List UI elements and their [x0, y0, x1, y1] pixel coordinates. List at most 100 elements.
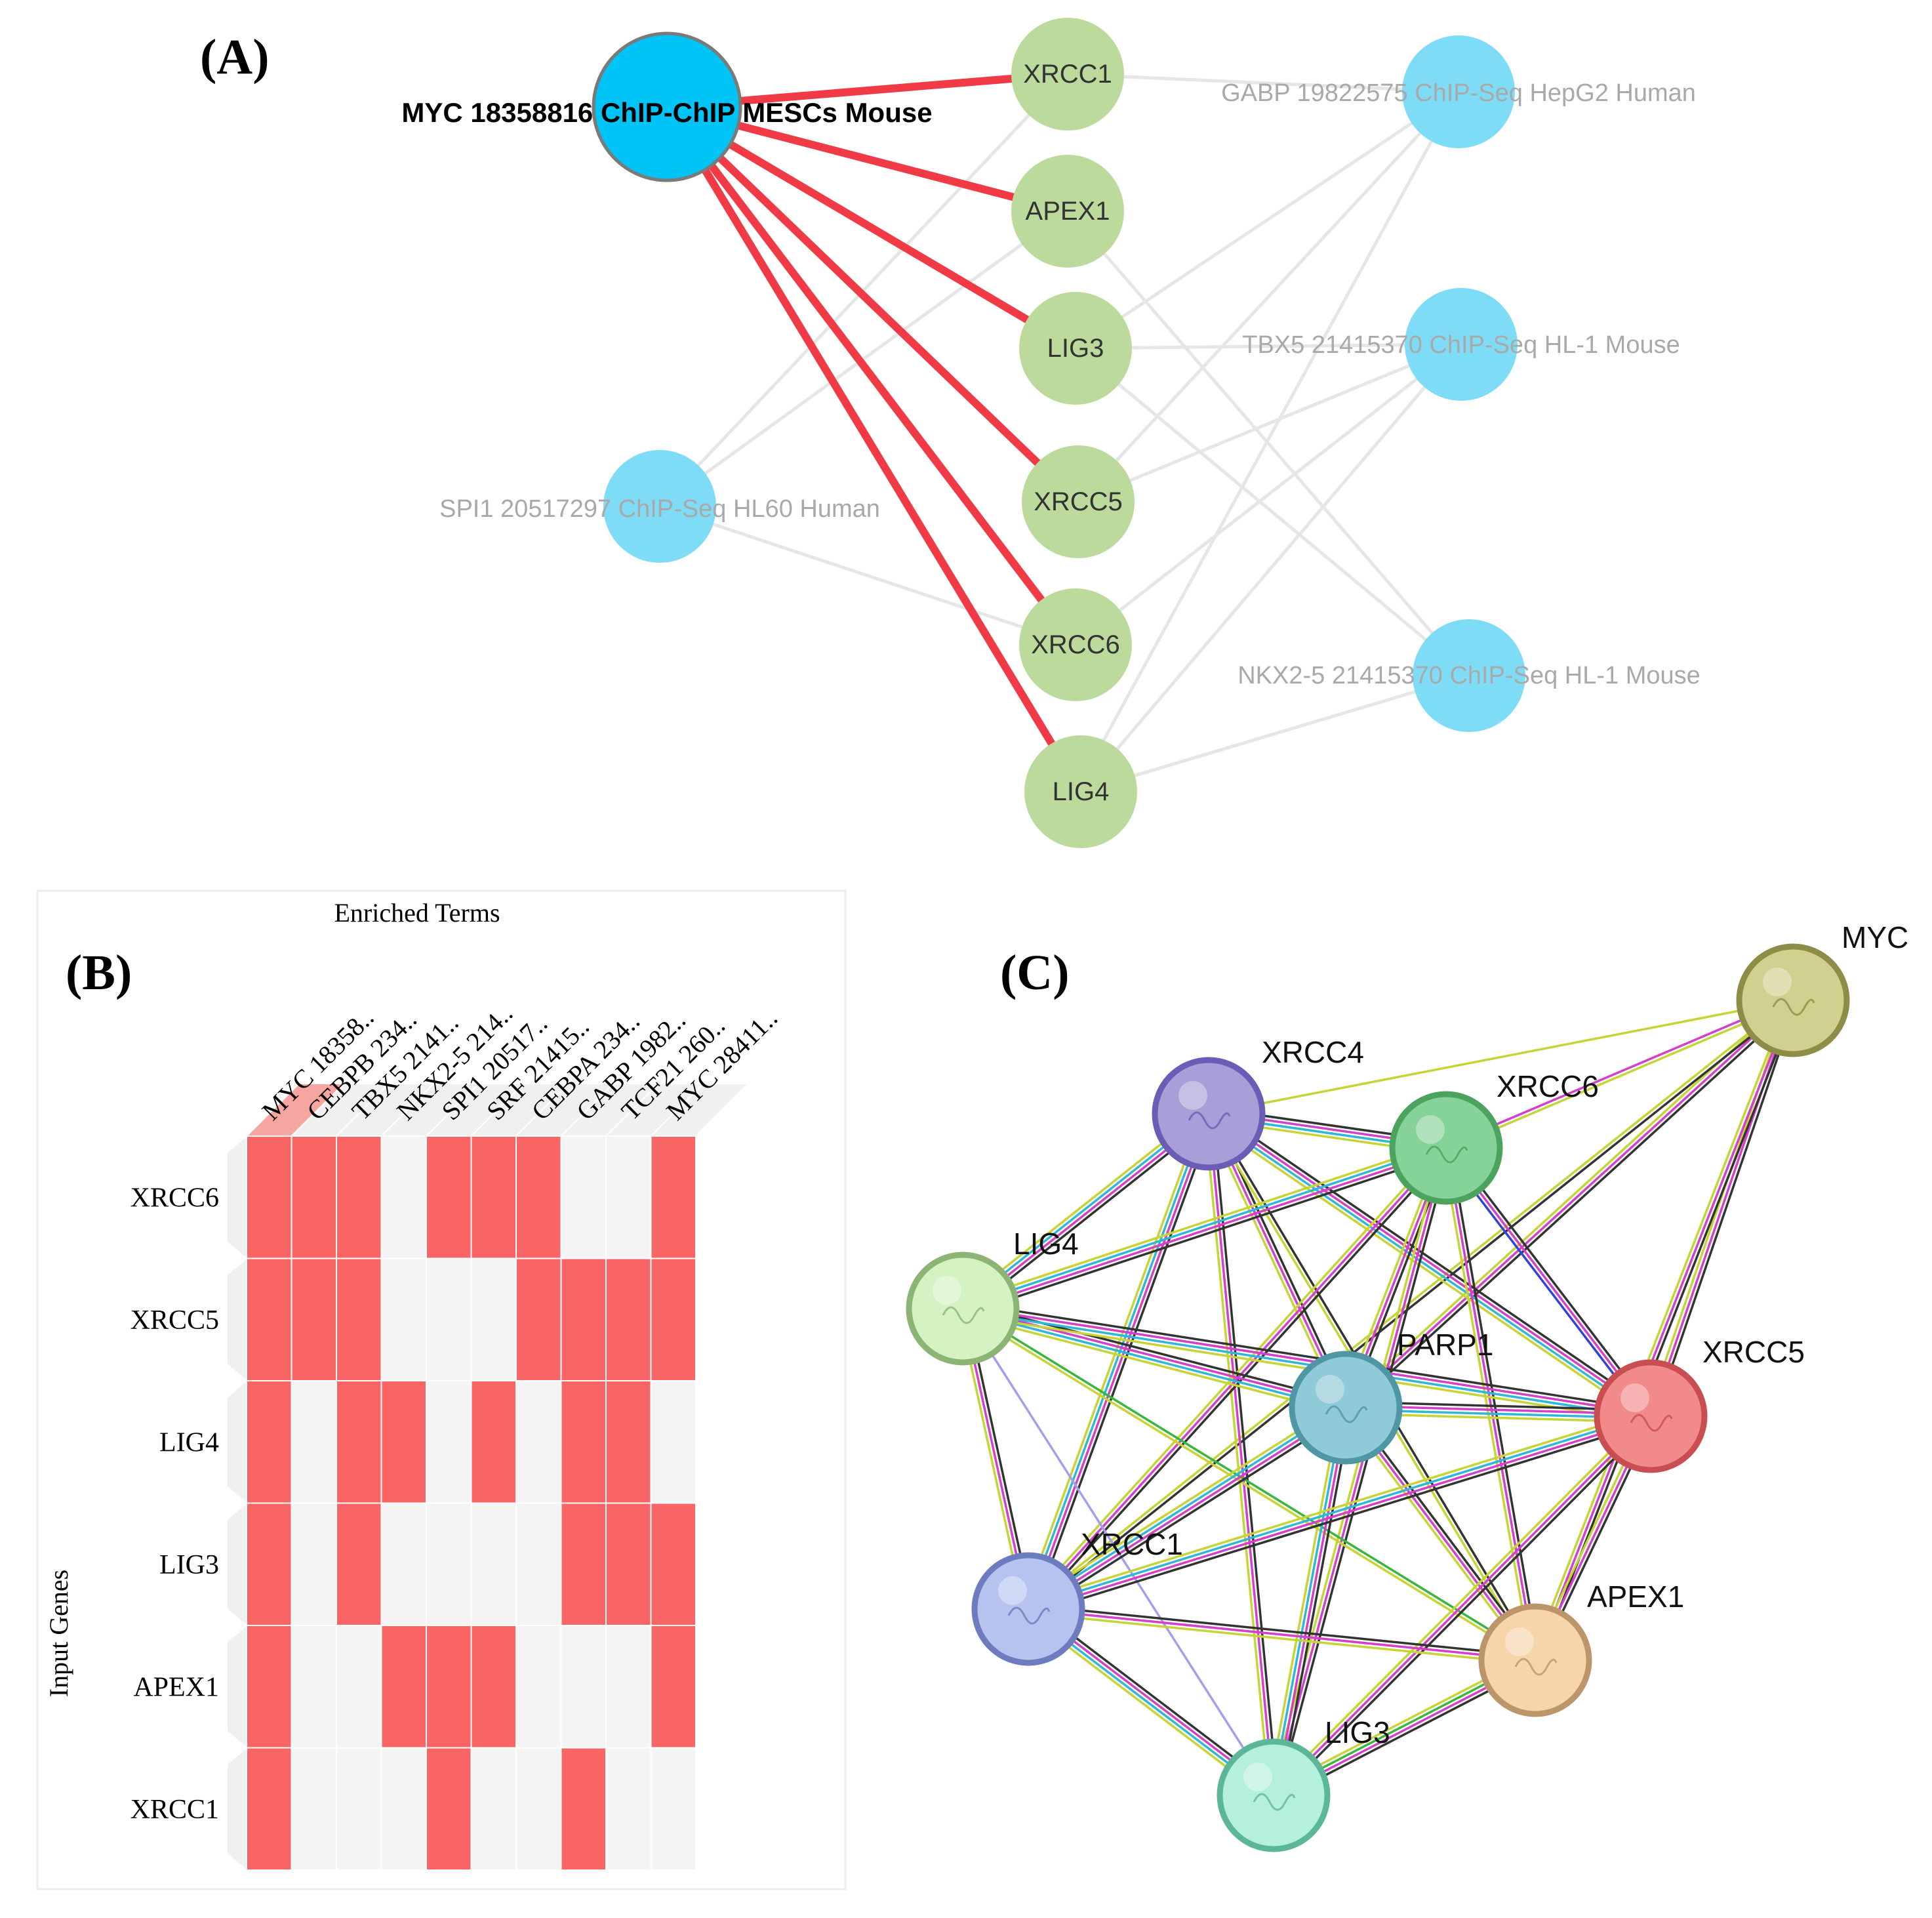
string-edge-lig4-parp1	[963, 1301, 1348, 1403]
gene-label-apex1: APEX1	[1026, 197, 1110, 226]
heatmap-cell	[426, 1257, 472, 1381]
row-label: XRCC5	[131, 1305, 219, 1336]
heatmap-cell	[336, 1257, 382, 1381]
string-node-xrcc4[interactable]	[1152, 1057, 1266, 1171]
protein-structure-icon	[1007, 1606, 1051, 1625]
heatmap-title: Enriched Terms	[334, 898, 500, 928]
heatmap-cell	[560, 1257, 607, 1381]
tf-labels: GABP 19822575 ChIP-Seq HepG2 Human TBX5 …	[439, 79, 1701, 689]
string-edge-xrcc6-lig3	[1268, 1147, 1443, 1795]
string-node-apex1[interactable]	[1478, 1603, 1592, 1717]
hub-edge-lig4	[663, 103, 1085, 796]
string-edge-parp1-xrcc1	[1024, 1401, 1344, 1605]
string-node-xrcc5[interactable]	[1594, 1359, 1708, 1473]
heatmap-cell	[291, 1135, 337, 1259]
gene-node-xrcc5[interactable]	[1022, 445, 1135, 558]
string-node-label: XRCC4	[1262, 1035, 1364, 1069]
edge	[659, 504, 1076, 647]
panel-a: (A)	[200, 18, 1701, 848]
heatmap-cell	[560, 1135, 607, 1259]
heatmap-cell	[470, 1747, 517, 1871]
row-header-stub	[226, 1746, 247, 1872]
hub-label: MYC 18358816 ChIP-ChIP MESCs Mouse	[401, 97, 932, 128]
edge	[1074, 343, 1462, 646]
string-edge-parp1-xrcc1	[1026, 1404, 1346, 1608]
heatmap-cell	[246, 1625, 292, 1749]
heatmap-header-stubs	[226, 1083, 750, 1872]
string-edge-xrcc4-lig3	[1207, 1113, 1275, 1796]
heatmap-cell	[336, 1380, 382, 1504]
row-header-stub	[226, 1257, 247, 1383]
tf-label-gabp: GABP 19822575 ChIP-Seq HepG2 Human	[1221, 79, 1696, 107]
string-node-lig4[interactable]	[906, 1252, 1020, 1366]
string-edge-xrcc5-xrcc1	[1027, 1413, 1651, 1608]
string-node-parp1[interactable]	[1289, 1351, 1403, 1465]
tf-node-spi1[interactable]	[603, 450, 716, 563]
gene-node-xrcc1[interactable]	[1011, 18, 1124, 131]
string-edge-lig4-parp1	[961, 1309, 1346, 1411]
gene-node-apex1[interactable]	[1011, 155, 1124, 268]
string-node-myc[interactable]	[1736, 943, 1850, 1057]
string-edge-xrcc4-xrcc1	[1029, 1114, 1212, 1610]
node-highlight	[1505, 1627, 1534, 1656]
heatmap-cell	[291, 1502, 337, 1626]
string-node-label: APEX1	[1587, 1580, 1684, 1614]
heatmap-cell	[246, 1257, 292, 1381]
row-header-stub	[226, 1134, 247, 1260]
string-node-label: LIG3	[1325, 1715, 1390, 1749]
gene-label-lig4: LIG4	[1053, 777, 1110, 806]
heatmap-cell	[560, 1502, 607, 1626]
panel-label-b: (B)	[66, 945, 132, 1000]
string-node-xrcc6[interactable]	[1389, 1091, 1503, 1205]
heatmap-cell	[650, 1747, 696, 1871]
heatmap-cell	[515, 1502, 562, 1626]
hub-edge-xrcc5	[663, 103, 1082, 506]
heatmap-cell	[470, 1380, 517, 1504]
tf-node-tbx5[interactable]	[1405, 288, 1518, 401]
tf-node-nkx2-5[interactable]	[1413, 619, 1525, 732]
hub-edges	[663, 70, 1085, 796]
string-edge-xrcc6-lig4	[964, 1152, 1449, 1316]
edge	[1074, 347, 1470, 677]
heatmap-cell	[605, 1625, 652, 1749]
protein-structure-icon	[942, 1306, 985, 1324]
string-node-lig3[interactable]	[1217, 1738, 1331, 1852]
string-node-xrcc1[interactable]	[971, 1552, 1085, 1666]
heatmap-cell	[426, 1502, 472, 1626]
string-node-label: XRCC5	[1702, 1335, 1805, 1369]
string-edge-lig4-apex1	[963, 1305, 1537, 1660]
edge	[1077, 342, 1462, 504]
heatmap-cell	[515, 1135, 562, 1259]
gene-node-xrcc6[interactable]	[1019, 588, 1132, 701]
gene-node-lig3[interactable]	[1019, 292, 1132, 405]
string-edge-xrcc5-xrcc1	[1028, 1417, 1652, 1612]
protein-structure-icon	[1772, 998, 1815, 1016]
heatmap-cell	[605, 1502, 652, 1626]
edge	[658, 73, 1069, 508]
gene-node-lig4[interactable]	[1024, 735, 1137, 848]
protein-structure-icon	[1425, 1145, 1468, 1164]
string-edge-xrcc4-xrcc5	[1209, 1111, 1653, 1416]
string-edge-xrcc1-apex1	[1028, 1604, 1536, 1658]
heatmap-cell	[246, 1380, 292, 1504]
string-edge-lig4-xrcc5	[963, 1305, 1651, 1416]
heatmap-cell	[426, 1380, 472, 1504]
hub-node-myc[interactable]	[592, 31, 742, 182]
heatmap-cell	[291, 1625, 337, 1749]
row-header-stub	[226, 1623, 247, 1749]
string-node-label: MYC	[1841, 920, 1908, 954]
string-edge-xrcc4-xrcc1	[1025, 1112, 1208, 1609]
heatmap-cell	[380, 1747, 427, 1871]
string-node-label: LIG4	[1013, 1227, 1079, 1261]
panel-label-c: (C)	[1000, 945, 1070, 1000]
heatmap-cell	[470, 1625, 517, 1749]
string-edge-parp1-lig3	[1266, 1406, 1341, 1795]
edge	[1079, 343, 1462, 793]
heatmap-cell	[336, 1747, 382, 1871]
heatmap-cell	[515, 1625, 562, 1749]
tf-node-gabp[interactable]	[1402, 35, 1515, 148]
row-label: XRCC6	[131, 1183, 219, 1213]
edge	[1074, 90, 1460, 350]
heatmap-ylabel: Input Genes	[44, 1570, 73, 1697]
